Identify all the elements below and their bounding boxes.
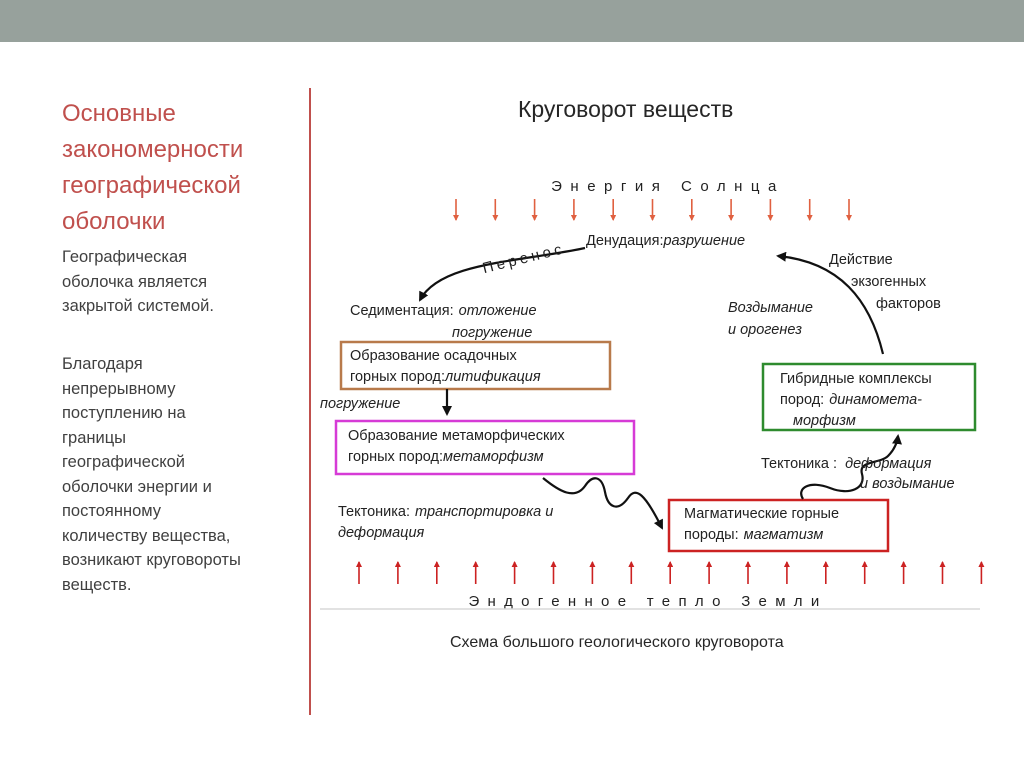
tectonics-right-label-2: и воздымание — [860, 476, 955, 492]
magmatic-box-line2: породы:магматизм — [684, 527, 823, 543]
subsidence-label-2: погружение — [320, 396, 400, 412]
uplift-label-2: и орогенез — [728, 322, 802, 338]
subsidence-label-1: погружение — [452, 325, 532, 341]
closed-system-paragraph: Географическая оболочка является закрыто… — [62, 248, 214, 315]
metamorphic-rocks-box — [334, 419, 636, 476]
top-bar — [0, 0, 1024, 42]
cycles-paragraph: Благодаря непрерывному поступлению на гр… — [62, 355, 241, 594]
tectonic-wavy-arrow-right — [800, 434, 902, 500]
tectonic-wavy-arrow-left — [542, 477, 663, 530]
tectonics-left-label-2: деформация — [338, 525, 425, 541]
hybrid-box-line1: Гибридные комплексы — [780, 371, 932, 387]
sedimentary-box-line2: горных пород:литификация — [350, 369, 541, 385]
hybrid-box-line3: морфизм — [793, 413, 856, 429]
uplift-label-1: Воздымание — [728, 300, 813, 316]
sedimentary-rocks-box — [339, 340, 612, 391]
metamorphic-box-line1: Образование метаморфических — [348, 428, 565, 444]
tectonics-left-label: Тектоника:транспортировка и — [338, 504, 553, 520]
transfer-arrow — [419, 246, 586, 302]
sun-energy-arrows — [453, 199, 852, 221]
hybrid-box-line2: пород:динамомета- — [780, 392, 922, 408]
denudation-label: Денудация:разрушение — [586, 233, 745, 249]
sedimentation-label: Седиментация:отложение — [350, 303, 537, 319]
exogenous-label-3: факторов — [876, 296, 941, 312]
metamorphic-box-line2: горных пород:метаморфизм — [348, 449, 544, 465]
vertical-divider — [309, 88, 311, 715]
hybrid-complexes-box — [761, 362, 977, 432]
earth-heat-label: Эндогенное тепло Земли — [468, 593, 827, 610]
sedimentary-box-line1: Образование осадочных — [350, 348, 517, 364]
transfer-label: Перенос — [481, 240, 567, 277]
exogenous-label-2: экзогенных — [851, 274, 927, 290]
magmatic-rocks-box — [667, 498, 890, 553]
slide-title: Основные закономерности географической о… — [62, 100, 244, 235]
magmatic-box-line1: Магматические горные — [684, 506, 839, 522]
diagram-caption: Схема большого геологического круговорот… — [450, 634, 784, 651]
earth-heat-arrows — [356, 561, 985, 584]
tectonics-right-label: Тектоника :деформация — [761, 456, 932, 472]
exogenous-label-1: Действие — [829, 252, 893, 268]
sun-energy-label: Энергия Солнца — [551, 178, 785, 195]
uplift-arrow — [776, 251, 885, 355]
diagram-title: Круговорот веществ — [518, 96, 734, 122]
